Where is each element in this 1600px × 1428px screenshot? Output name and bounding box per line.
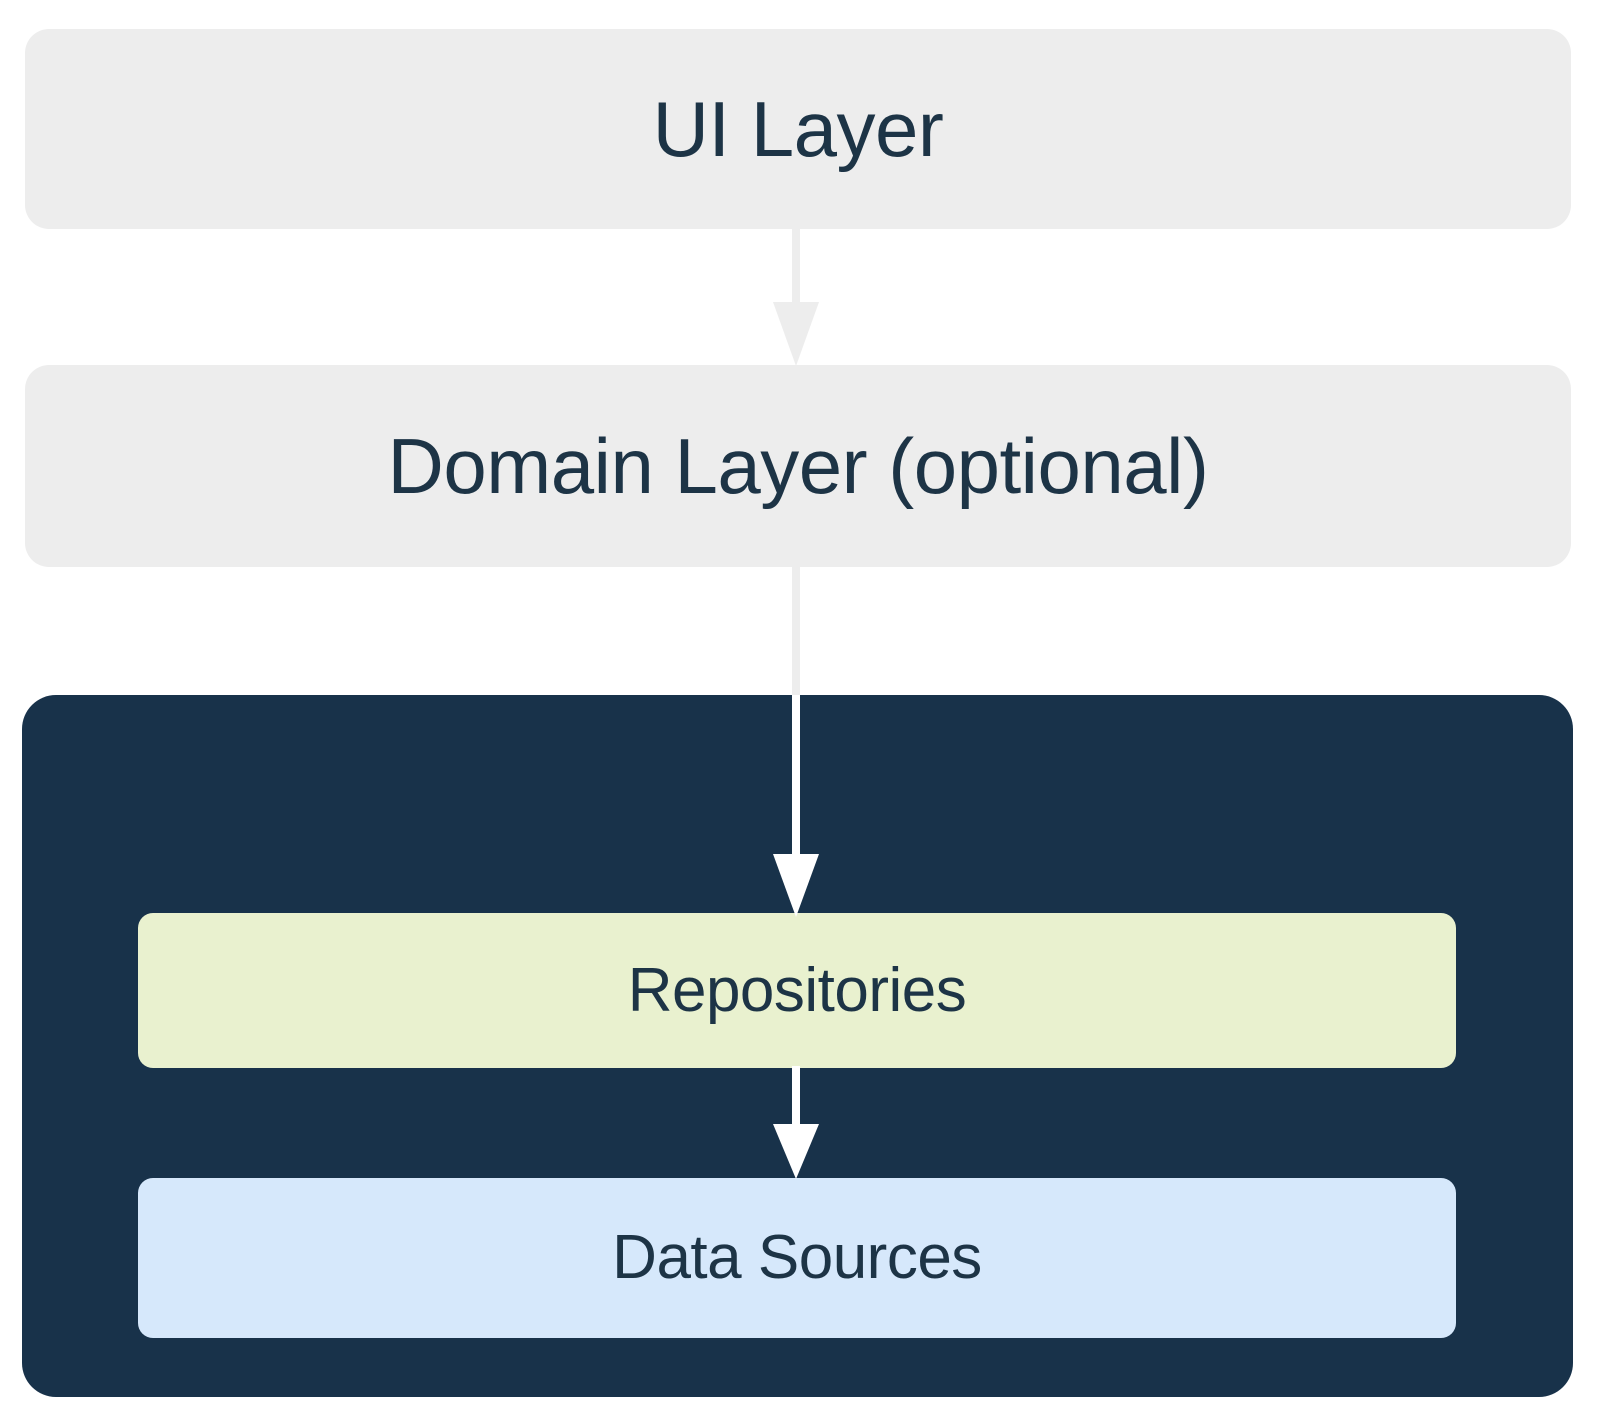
ui-layer-label: UI Layer — [652, 85, 944, 173]
data-sources-box[interactable]: Data Sources — [138, 1178, 1456, 1338]
domain-layer-label: Domain Layer (optional) — [387, 422, 1209, 510]
domain-layer-box[interactable]: Domain Layer (optional) — [25, 365, 1571, 567]
repositories-box[interactable]: Repositories — [138, 913, 1456, 1068]
data-sources-label: Data Sources — [612, 1223, 982, 1292]
ui-layer-box[interactable]: UI Layer — [25, 29, 1571, 229]
repositories-label: Repositories — [627, 955, 967, 1025]
arrow-ui-to-domain-icon — [773, 228, 819, 366]
data-layer-container[interactable]: Data Layer Repositories Data Sources — [22, 695, 1573, 1397]
